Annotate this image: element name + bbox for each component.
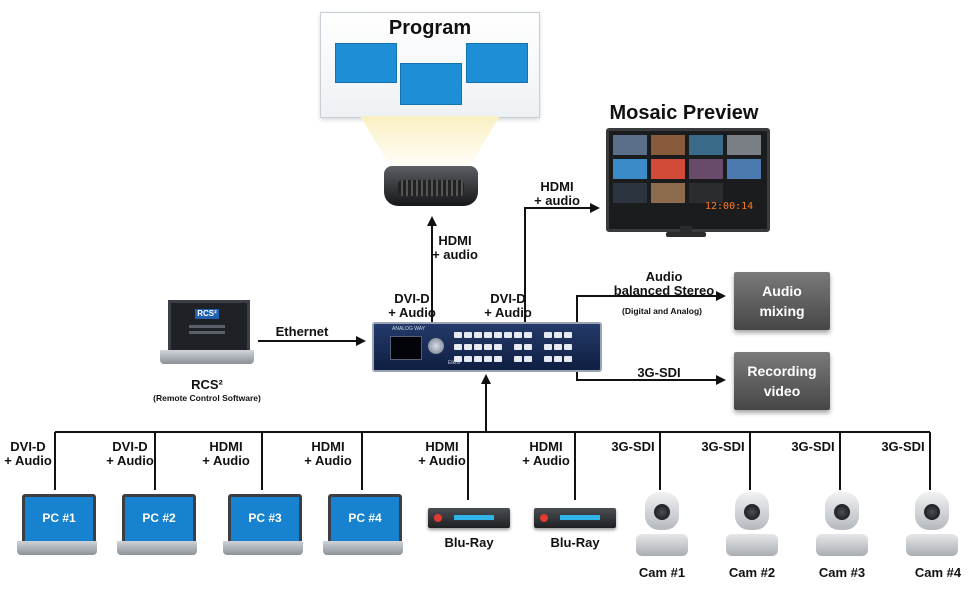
program-window-left bbox=[335, 43, 397, 83]
audio-link-sublabel: (Digital and Analog) bbox=[622, 306, 702, 316]
ptz-camera-icon bbox=[825, 492, 859, 530]
monitor-stand bbox=[680, 226, 692, 234]
cam-2-label: Cam #2 bbox=[728, 565, 776, 580]
source-link-label: 3G-SDI bbox=[881, 439, 925, 454]
cam-3-label: Cam #3 bbox=[818, 565, 866, 580]
laptop-base bbox=[117, 541, 197, 555]
bluray-player-icon bbox=[534, 508, 616, 528]
audio-mixing-box: Audio mixing bbox=[734, 272, 830, 330]
switcher-out-left-label: DVI-D + Audio bbox=[388, 291, 436, 320]
rcs-subtitle: (Remote Control Software) bbox=[153, 393, 261, 403]
bluray-2-label: Blu-Ray bbox=[550, 535, 600, 550]
source-link-label: HDMI + Audio bbox=[418, 439, 466, 468]
program-title: Program bbox=[388, 17, 472, 39]
laptop-base bbox=[17, 541, 97, 555]
laptop-base bbox=[160, 350, 254, 364]
pc-4-label: PC #4 bbox=[348, 511, 382, 525]
monitor-icon: 12:00:14 bbox=[606, 128, 770, 232]
cam-4-label: Cam #4 bbox=[914, 565, 962, 580]
bluray-1-label: Blu-Ray bbox=[444, 535, 494, 550]
camera-base bbox=[816, 534, 868, 556]
program-window-center bbox=[400, 63, 462, 105]
sdi-out-label: 3G-SDI bbox=[637, 365, 681, 380]
ptz-camera-icon bbox=[915, 492, 949, 530]
pc-2-label: PC #2 bbox=[142, 511, 176, 525]
program-window-right bbox=[466, 43, 528, 83]
ethernet-label: Ethernet bbox=[275, 324, 329, 339]
switcher-model: Eikos bbox=[448, 360, 461, 366]
projector-icon bbox=[384, 166, 478, 206]
projector-link-label: HDMI + audio bbox=[432, 233, 478, 262]
pc-3-laptop-icon: PC #3 bbox=[228, 494, 302, 544]
switcher-icon: ANALOG WAY Eikos bbox=[372, 322, 602, 372]
ptz-camera-icon bbox=[735, 492, 769, 530]
pc-1-label: PC #1 bbox=[42, 511, 76, 525]
source-link-label: HDMI + Audio bbox=[522, 439, 570, 468]
monitor-foot bbox=[666, 232, 706, 237]
monitor-link-label: HDMI + audio bbox=[534, 179, 580, 208]
wire-monitor bbox=[524, 203, 600, 322]
laptop-base bbox=[323, 541, 403, 555]
pc-2-laptop-icon: PC #2 bbox=[122, 494, 196, 544]
program-screen: Program bbox=[320, 12, 540, 118]
source-link-label: DVI-D + Audio bbox=[4, 439, 52, 468]
mosaic-clock: 12:00:14 bbox=[705, 201, 754, 212]
switcher-brand: ANALOG WAY bbox=[392, 326, 426, 332]
recording-video-box: Recording video bbox=[734, 352, 830, 410]
source-link-label: HDMI + Audio bbox=[304, 439, 352, 468]
laptop-icon: RCS² bbox=[168, 300, 250, 354]
pc-3-label: PC #3 bbox=[248, 511, 282, 525]
rcs-logo: RCS² bbox=[195, 309, 219, 319]
mosaic-title: Mosaic Preview bbox=[609, 102, 759, 124]
camera-base bbox=[726, 534, 778, 556]
source-link-label: DVI-D + Audio bbox=[106, 439, 154, 468]
laptop-base bbox=[223, 541, 303, 555]
source-link-label: 3G-SDI bbox=[701, 439, 745, 454]
camera-base bbox=[906, 534, 958, 556]
pc-4-laptop-icon: PC #4 bbox=[328, 494, 402, 544]
camera-base bbox=[636, 534, 688, 556]
pc-1-laptop-icon: PC #1 bbox=[22, 494, 96, 544]
source-link-label: 3G-SDI bbox=[611, 439, 655, 454]
source-link-label: 3G-SDI bbox=[791, 439, 835, 454]
cam-1-label: Cam #1 bbox=[638, 565, 686, 580]
audio-link-label: Audio balanced Stereo bbox=[613, 269, 715, 298]
source-link-label: HDMI + Audio bbox=[202, 439, 250, 468]
rcs-title: RCS² bbox=[191, 377, 223, 392]
bluray-player-icon bbox=[428, 508, 510, 528]
switcher-out-right-label: DVI-D + Audio bbox=[484, 291, 532, 320]
ptz-camera-icon bbox=[645, 492, 679, 530]
